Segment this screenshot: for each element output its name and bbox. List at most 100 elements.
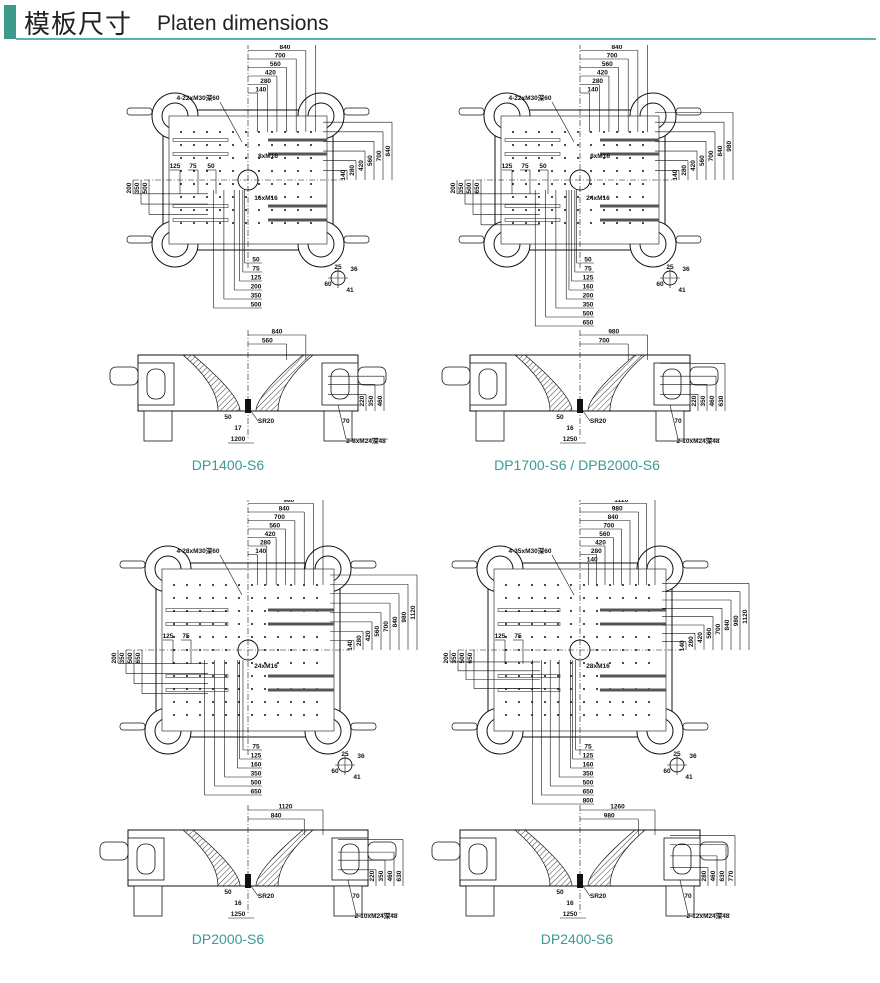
mounting-hole	[193, 131, 195, 133]
dimension-label: 75	[584, 744, 592, 751]
dimension-label: 60	[331, 768, 339, 775]
mounting-hole	[551, 183, 553, 185]
nozzle-cone-section	[182, 354, 241, 412]
mounting-hole	[297, 183, 299, 185]
mounting-hole	[596, 714, 598, 716]
mounting-hole	[629, 157, 631, 159]
dimension-label: 700	[376, 150, 383, 161]
mounting-hole	[512, 196, 514, 198]
mounting-hole	[564, 170, 566, 172]
mounting-hole	[310, 183, 312, 185]
mounting-hole	[629, 222, 631, 224]
mounting-hole	[531, 714, 533, 716]
dimension-label: 280	[681, 165, 688, 176]
mounting-hole	[232, 131, 234, 133]
mounting-hole	[583, 701, 585, 703]
mounting-hole	[642, 222, 644, 224]
front-view: 1260112098084070056042028014014028042056…	[443, 500, 750, 805]
dimension-label: 75	[521, 163, 529, 170]
model-caption: DP2400-S6	[540, 931, 614, 947]
mounting-hole	[525, 170, 527, 172]
dimension-label: 500	[466, 182, 473, 193]
mounting-hole	[518, 623, 520, 625]
mounting-hole	[212, 636, 214, 638]
mounting-hole	[570, 636, 572, 638]
mounting-hole	[518, 584, 520, 586]
mounting-hole	[577, 131, 579, 133]
mounting-hole	[271, 157, 273, 159]
dimension-label: 560	[599, 531, 610, 538]
mounting-hole	[219, 170, 221, 172]
mounting-hole	[596, 649, 598, 651]
dimension-label: 50	[556, 414, 564, 421]
dimension-label: 700	[275, 53, 286, 60]
mounting-hole	[518, 714, 520, 716]
tiebar-lug	[99, 841, 129, 861]
mounting-hole	[538, 157, 540, 159]
mounting-hole	[258, 196, 260, 198]
t-slot	[600, 152, 659, 156]
mounting-hole	[206, 222, 208, 224]
platen-foot	[465, 885, 495, 917]
dimension-label: 500	[251, 780, 262, 787]
mounting-hole	[629, 170, 631, 172]
mounting-hole	[193, 183, 195, 185]
t-slot	[172, 152, 229, 156]
t-slot	[504, 218, 561, 222]
mounting-hole	[557, 597, 559, 599]
t-slot	[600, 688, 666, 692]
mounting-hole	[271, 170, 273, 172]
mounting-hole	[544, 675, 546, 677]
nozzle-hole	[245, 399, 251, 413]
dimension-label: 500	[251, 302, 262, 309]
mounting-hole	[583, 636, 585, 638]
mounting-hole	[564, 144, 566, 146]
mounting-hole	[251, 675, 253, 677]
mounting-hole	[297, 170, 299, 172]
dimension-line	[219, 101, 243, 143]
hole-callout: 24xM16	[254, 663, 278, 670]
dimension-label: 36	[350, 266, 358, 273]
mounting-hole	[616, 222, 618, 224]
mounting-hole	[570, 623, 572, 625]
dimension-label: 60	[656, 281, 664, 288]
dimension-label: 220	[369, 870, 376, 881]
dimension-label: 17	[234, 425, 242, 432]
mounting-hole	[518, 597, 520, 599]
dimension-label: 280	[592, 78, 603, 85]
mounting-hole	[596, 610, 598, 612]
dimension-line	[250, 885, 259, 897]
mounting-hole	[212, 714, 214, 716]
mounting-hole	[603, 196, 605, 198]
dimension-label: 500	[127, 652, 134, 663]
dimension-label: 350	[251, 771, 262, 778]
dimension-label: 560	[262, 338, 273, 345]
dimension-label: 700	[603, 523, 614, 530]
mounting-hole	[225, 636, 227, 638]
nozzle-cone-section	[587, 829, 646, 887]
mounting-hole	[225, 675, 227, 677]
mounting-hole	[199, 701, 201, 703]
mounting-hole	[173, 597, 175, 599]
mounting-hole	[505, 701, 507, 703]
mounting-hole	[577, 157, 579, 159]
mounting-hole	[199, 623, 201, 625]
mounting-hole	[264, 597, 266, 599]
mounting-hole	[258, 157, 260, 159]
tiebar-callout: 4-22xM30深60	[509, 93, 552, 102]
dimension-label: 420	[365, 630, 372, 641]
mounting-hole	[310, 209, 312, 211]
dimension-label: 840	[385, 145, 392, 156]
dimension-label: 140	[587, 87, 598, 94]
mounting-hole	[551, 222, 553, 224]
dimension-label: 700	[383, 621, 390, 632]
dimension-label: 280	[591, 548, 602, 555]
dimension-label: 420	[595, 540, 606, 547]
dimension-label: 280	[701, 870, 708, 881]
t-slot	[600, 608, 666, 612]
mounting-hole	[622, 714, 624, 716]
dimension-label: 980	[608, 329, 619, 336]
dimension-label: 36	[357, 753, 365, 760]
tiebar-lug	[451, 560, 478, 569]
mounting-hole	[538, 170, 540, 172]
